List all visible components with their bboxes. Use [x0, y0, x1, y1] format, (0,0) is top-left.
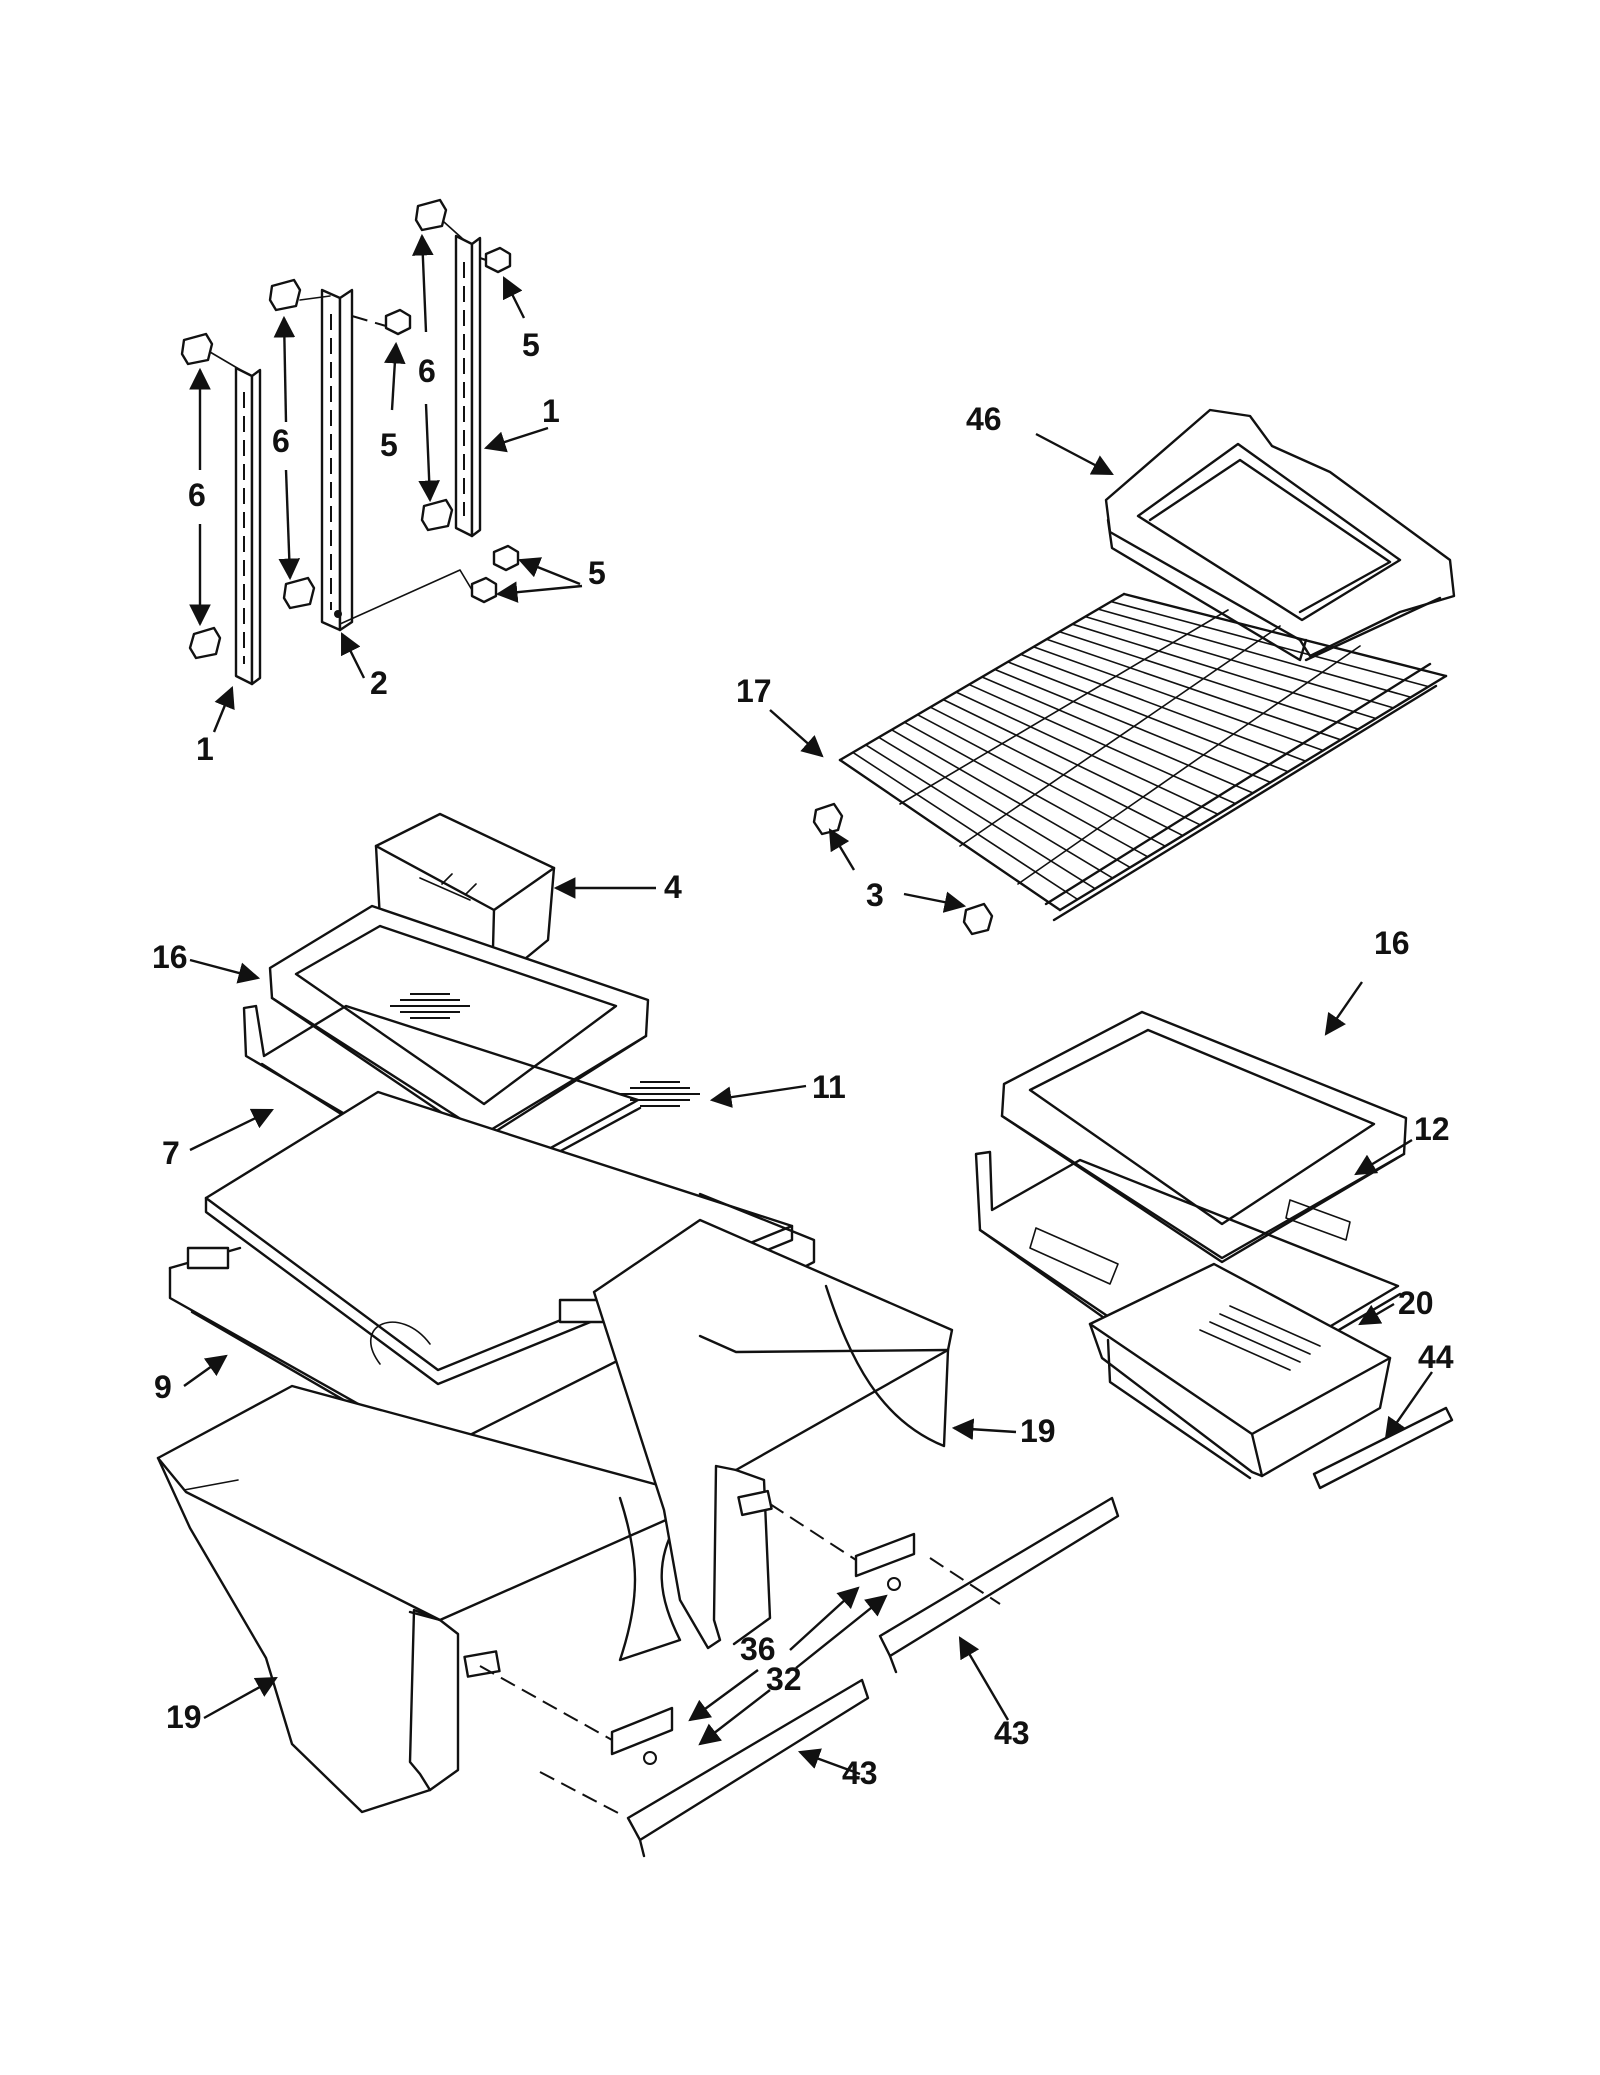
wire-rod [942, 698, 1202, 826]
wire-rod [916, 713, 1167, 847]
wire-rod [865, 744, 1096, 890]
callout-7: 7 [162, 1135, 180, 1171]
wire-shelf-rods [839, 593, 1447, 911]
wire-rod [1007, 661, 1289, 773]
trim-43-left [539, 1678, 870, 1858]
wire-rod [1019, 653, 1307, 762]
callout-6c: 6 [418, 353, 436, 389]
wire-rod [955, 691, 1219, 816]
wire-rod [994, 668, 1272, 784]
callout-5b: 5 [380, 427, 398, 463]
drawer-slide-36-32 [479, 1503, 916, 1765]
leader-43b [797, 1748, 861, 1776]
screw-icons [339, 246, 520, 625]
callout-4: 4 [664, 869, 682, 905]
wire-shelf-17 [838, 592, 1448, 922]
leader-36 [789, 1586, 860, 1651]
leader-46 [1035, 432, 1114, 476]
wire-rod [1084, 615, 1395, 709]
callout-11: 11 [812, 1069, 846, 1105]
leader-36b [688, 1669, 759, 1722]
wire-rod [890, 729, 1131, 869]
callout-16a: 16 [152, 939, 188, 975]
wire-rod [968, 683, 1237, 805]
callout-9: 9 [154, 1369, 172, 1405]
callout-6b: 6 [272, 423, 290, 459]
callout-1a: 1 [196, 731, 214, 767]
leader-17 [769, 709, 824, 758]
wire-rod [1071, 623, 1377, 720]
leader-44 [1384, 1371, 1433, 1440]
callout-46: 46 [966, 401, 1002, 437]
wire-rod [1045, 638, 1342, 741]
leader-9 [183, 1354, 228, 1387]
callout-16b: 16 [1374, 925, 1410, 961]
callout-6a: 6 [188, 477, 206, 513]
shelf-standard-left [234, 366, 262, 686]
crisper-drawer-19-right [592, 1218, 954, 1650]
callout-43a: 43 [994, 1715, 1030, 1751]
glass-panel-11 [204, 1090, 794, 1386]
leader-20 [1358, 1302, 1395, 1326]
callout-17: 17 [736, 673, 772, 709]
leader-19a [203, 1676, 278, 1720]
leader-16a [189, 958, 261, 984]
callout-44: 44 [1418, 1339, 1454, 1375]
leader-12 [1354, 1138, 1413, 1176]
wire-rod [839, 759, 1061, 911]
wire-rod [1097, 608, 1412, 699]
callout-labels: 1 1 2 3 4 5 5 5 6 6 6 7 9 11 12 16 16 17… [152, 327, 1454, 1791]
leader-19b [951, 1418, 1017, 1441]
leader-32 [795, 1594, 888, 1669]
wire-rod [1123, 593, 1447, 677]
shelf-standard-center [320, 288, 354, 632]
leader-3b [903, 891, 967, 913]
wire-rod [1058, 630, 1360, 730]
shelf-support-icons [812, 802, 994, 936]
callout-5a: 5 [522, 327, 540, 363]
wire-rod [929, 706, 1184, 837]
leader-11 [709, 1084, 807, 1108]
crisper-drawer-19-left [156, 1384, 686, 1814]
callout-43b: 43 [842, 1755, 878, 1791]
callout-3: 3 [866, 877, 884, 913]
callout-32: 32 [766, 1661, 802, 1697]
leader-3a [828, 828, 856, 871]
callout-19a: 19 [166, 1699, 202, 1735]
wire-rod [877, 736, 1114, 879]
glass-shelf-16-right [1000, 1010, 1408, 1264]
shelf-standard-right [454, 234, 482, 538]
callout-20: 20 [1398, 1285, 1434, 1321]
callout-19b: 19 [1020, 1413, 1056, 1449]
callout-2: 2 [370, 665, 388, 701]
leader-43a [958, 1636, 1010, 1721]
callout-12: 12 [1414, 1111, 1450, 1147]
wire-rod [1110, 600, 1430, 688]
leader-arrows-standards [189, 233, 583, 733]
wire-rod [903, 721, 1149, 858]
leader-7 [189, 1108, 274, 1152]
wire-rod [852, 751, 1079, 901]
wire-rod [981, 676, 1254, 794]
callout-1b: 1 [542, 393, 560, 429]
trim-43-right [878, 1496, 1120, 1674]
meat-drawer-20 [1088, 1262, 1392, 1480]
callout-36: 36 [740, 1631, 776, 1667]
leader-32b [698, 1689, 771, 1746]
callout-5c: 5 [588, 555, 606, 591]
standard-clip-icons [180, 198, 465, 660]
basket-46 [1104, 408, 1456, 662]
leader-16b [1324, 981, 1363, 1036]
wire-rod [1032, 646, 1324, 752]
